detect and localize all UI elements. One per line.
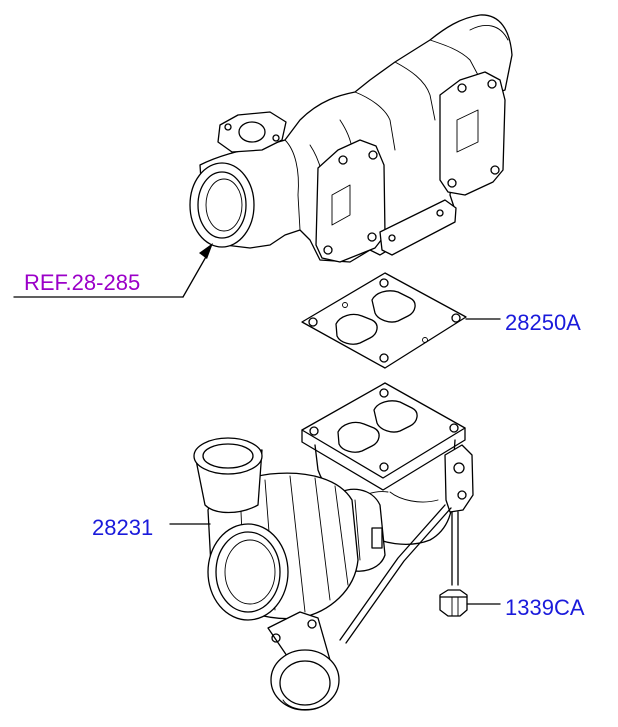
gasket [301, 272, 467, 369]
exhaust-manifold [189, 14, 513, 263]
gasket-label: 28250A [505, 310, 581, 335]
reference-leader [13, 243, 213, 298]
nut-label: 1339CA [505, 595, 585, 620]
reference-label: REF.28-285 [24, 270, 140, 295]
turbocharger-label: 28231 [92, 515, 153, 540]
turbocharger [193, 382, 474, 711]
hex-nut [439, 589, 468, 617]
